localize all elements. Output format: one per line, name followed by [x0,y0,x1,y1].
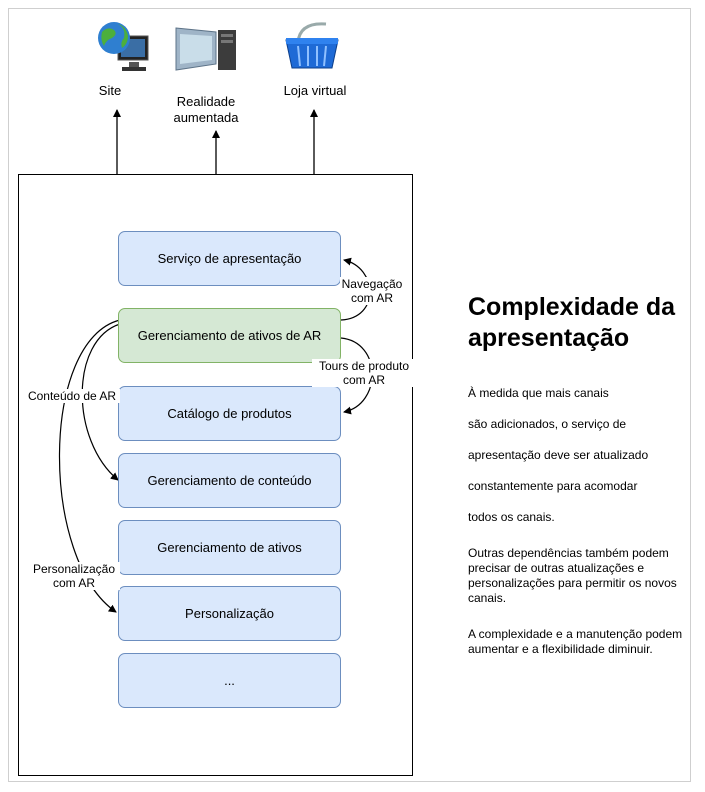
intro-line: todos os canais. [468,510,555,524]
channel-label-store: Loja virtual [283,83,347,98]
side-heading: Complexidade da apresentação [468,293,675,352]
diagram-frame [8,8,691,782]
edge-label-personalization: Personalização com AR [28,562,120,590]
intro-line: À medida que mais canais [468,386,609,400]
presentation-system-container [18,174,413,776]
block-asset-management: Gerenciamento de ativos [118,520,341,575]
channel-label-site: Site [98,83,122,98]
intro-line: apresentação deve ser atualizado [468,448,649,462]
intro-line: constantemente para acomodar [468,479,638,493]
side-paragraph-2: Outras dependências também podem precisa… [468,546,677,605]
edge-label-tours: Tours de produto com AR [312,359,416,387]
shopping-basket-icon [285,22,339,69]
side-paragraph-3: A complexidade e a manutenção podem aume… [468,627,683,656]
edge-label-nav: Navegação com AR [340,277,404,305]
intro-line: são adicionados, o serviço de [468,417,627,431]
block-more: ... [118,653,341,708]
channel-label-ar: Realidade aumentada [173,94,239,125]
globe-monitor-icon [98,22,149,71]
block-ar-asset-management: Gerenciamento de ativos de AR [118,308,341,363]
block-product-catalog: Catálogo de produtos [118,386,341,441]
ar-display-icon [175,27,236,71]
block-presentation-service: Serviço de apresentação [118,231,341,286]
edge-label-content: Conteúdo de AR [24,389,120,403]
block-content-management: Gerenciamento de conteúdo [118,453,341,508]
block-personalization: Personalização [118,586,341,641]
